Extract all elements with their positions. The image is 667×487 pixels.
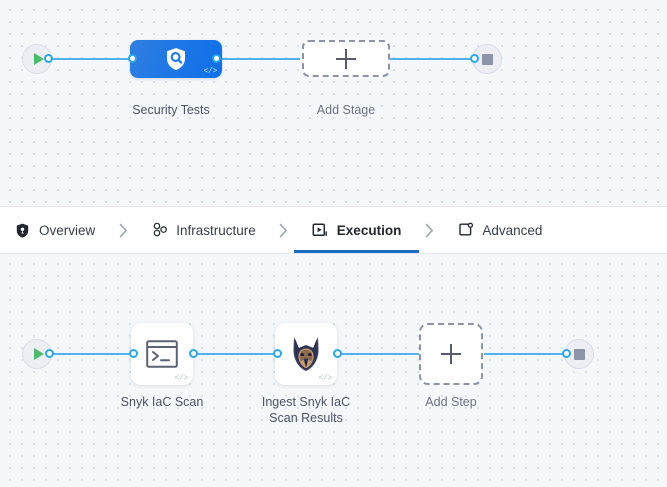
play-square-icon [312, 222, 329, 239]
wire-ingest-to-add-step [340, 353, 420, 355]
tab-separator-1 [95, 223, 151, 238]
plus-icon [336, 48, 356, 69]
tab-separator-2 [256, 223, 312, 238]
stage-node-security-tests[interactable]: </> [130, 40, 222, 78]
tab-label-infrastructure: Infrastructure [176, 222, 256, 238]
step-label-ingest-snyk-results: Ingest Snyk IaC Scan Results [261, 395, 351, 425]
port-start-out[interactable] [44, 54, 53, 63]
execution-canvas[interactable]: </> Snyk IaC Scan </> Ingest Snyk IaC Sc… [0, 254, 667, 487]
tab-execution[interactable]: Execution [293, 207, 419, 253]
step-node-ingest-snyk-results[interactable]: </> [275, 323, 337, 385]
port-step1-in[interactable] [129, 349, 138, 358]
port-end-in[interactable] [470, 54, 479, 63]
port-step2-in[interactable] [273, 349, 282, 358]
doberman-logo-icon [293, 337, 319, 371]
settings-card-icon [457, 222, 474, 239]
wire-snyk-iac-scan-to-ingest [196, 353, 278, 355]
shield-icon [14, 222, 31, 239]
code-badge: </> [174, 374, 188, 383]
plus-icon [441, 344, 461, 364]
shield-search-icon [167, 48, 185, 70]
pipeline-tabbar[interactable]: Overview Infrastructure [0, 206, 667, 254]
stop-icon [573, 348, 585, 360]
wire-add-stage-to-end [390, 58, 474, 60]
tab-infrastructure[interactable]: Infrastructure [151, 207, 256, 253]
tab-label-execution: Execution [336, 222, 402, 238]
port-exec-start-out[interactable] [45, 349, 54, 358]
add-step-button[interactable] [419, 323, 483, 385]
nodes-graph-icon [151, 222, 168, 239]
code-badge: </> [318, 374, 332, 383]
stage-label-security-tests: Security Tests [132, 103, 210, 117]
terminal-icon [146, 340, 178, 368]
port-step2-out[interactable] [333, 349, 342, 358]
stage-canvas[interactable]: </> Security Tests Add Stage [0, 0, 667, 206]
tab-label-advanced: Advanced [482, 222, 543, 238]
tab-separator-3 [401, 223, 457, 238]
wire-add-step-to-end [484, 353, 566, 355]
wire-start-to-snyk-iac-scan [48, 353, 134, 355]
port-exec-end-in[interactable] [562, 349, 571, 358]
step-label-snyk-iac-scan: Snyk IaC Scan [120, 395, 204, 409]
add-stage-label: Add Stage [316, 103, 376, 117]
tab-label-overview: Overview [39, 222, 96, 238]
tab-overview[interactable]: Overview [14, 207, 95, 253]
wire-start-to-security-tests [47, 58, 135, 60]
stop-icon [481, 53, 493, 65]
step-node-snyk-iac-scan[interactable]: </> [131, 323, 193, 385]
tab-advanced[interactable]: Advanced [457, 207, 542, 253]
port-security-tests-out[interactable] [212, 54, 221, 63]
play-icon [33, 53, 44, 65]
play-icon [33, 348, 44, 360]
wire-security-tests-to-add-stage [216, 58, 300, 60]
code-badge: </> [203, 67, 217, 76]
add-step-label: Add Step [425, 395, 477, 409]
port-step1-out[interactable] [189, 349, 198, 358]
add-stage-button[interactable] [302, 40, 390, 77]
port-security-tests-in[interactable] [128, 54, 137, 63]
